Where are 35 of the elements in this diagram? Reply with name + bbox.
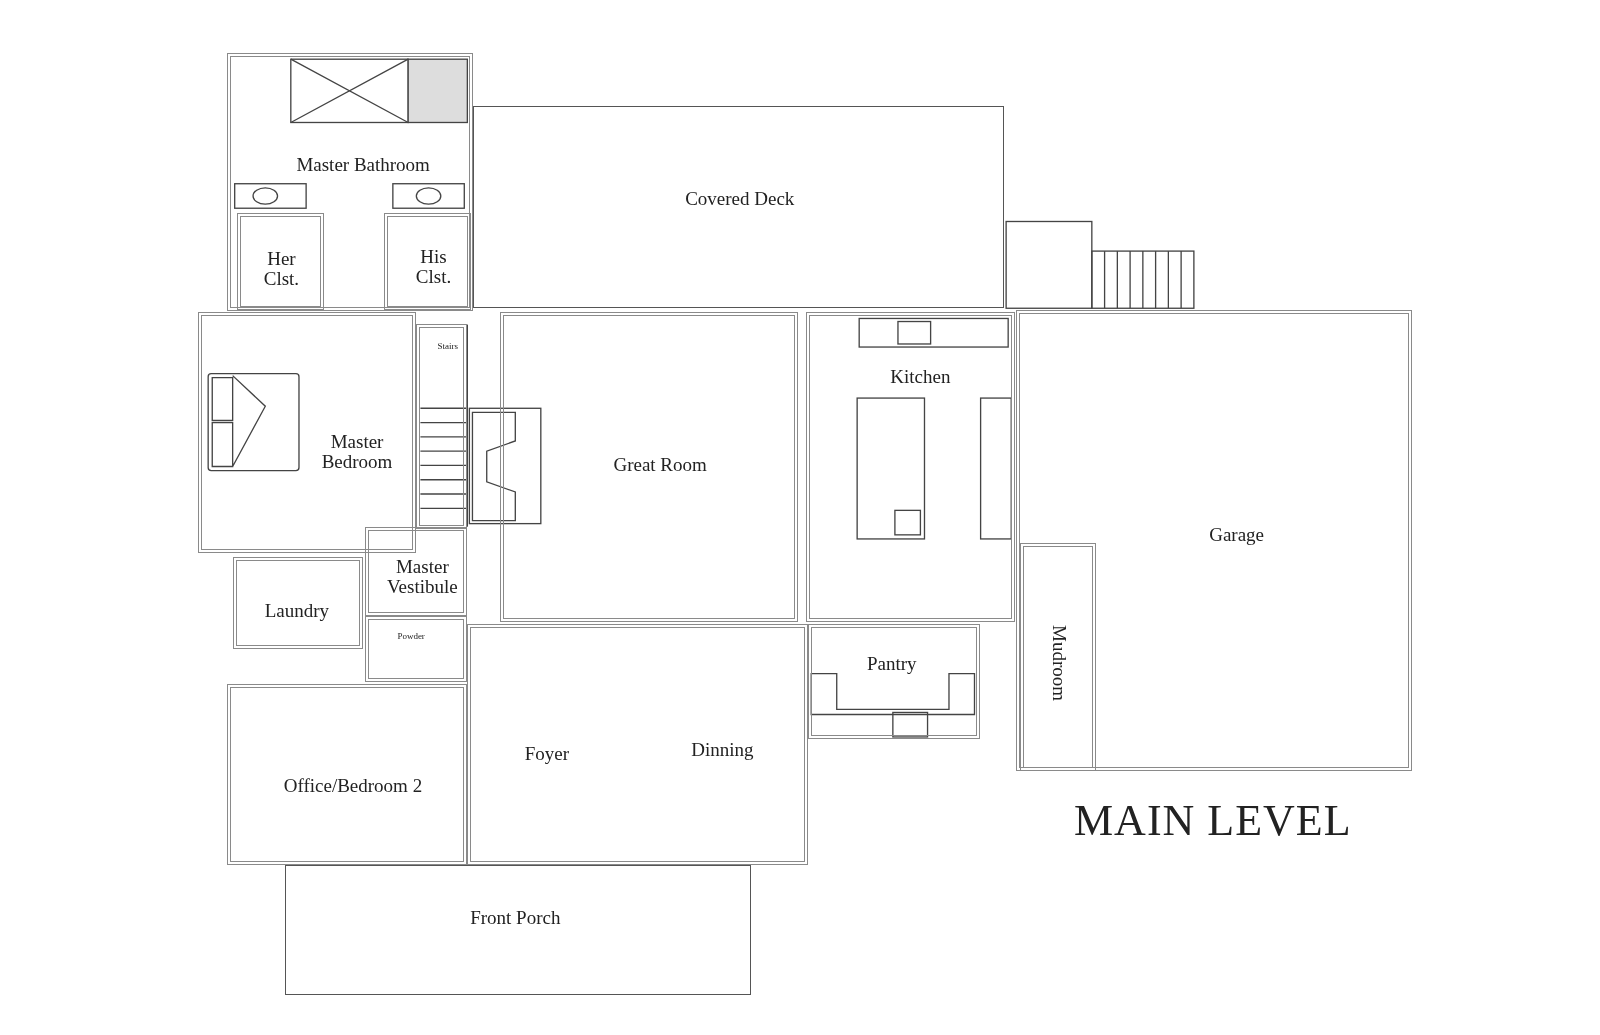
room-label: Pantry (866, 654, 917, 675)
room-outline (808, 624, 980, 739)
room-label: Foyer (524, 744, 569, 764)
room-outline (236, 213, 325, 311)
room-label: Kitchen (890, 367, 951, 388)
outdoor-area (284, 865, 751, 995)
room-label: His Clst. (414, 247, 453, 288)
room-label: Laundry (264, 601, 330, 622)
room-label: Powder (397, 631, 425, 642)
plan-title: MAIN LEVEL (1074, 795, 1352, 846)
room-outline (1016, 310, 1413, 772)
room-outline (232, 557, 364, 649)
room-label: Garage (1209, 524, 1265, 545)
room-label: Her Clst. (262, 249, 301, 290)
room-label: Dinning (691, 739, 754, 760)
room-outline (383, 213, 472, 311)
room-outline (806, 312, 1016, 623)
room-outline (226, 53, 474, 312)
room-outline (1020, 542, 1096, 772)
outdoor-area (473, 106, 1005, 309)
room-label: Front Porch (470, 908, 561, 929)
room-outline (365, 616, 468, 682)
room-label: Master Vestibule (386, 557, 459, 598)
room-label: Master Bathroom (295, 155, 431, 176)
room-label: Stairs (437, 342, 459, 352)
room-outline (197, 312, 417, 554)
room-label: Master Bedroom (320, 432, 394, 472)
room-label: Mudroom (1049, 625, 1069, 702)
room-label: Great Room (613, 455, 707, 476)
room-label: Office/Bedroom 2 (282, 775, 424, 796)
room-outline (467, 624, 809, 866)
room-outline (226, 683, 468, 866)
room-label: Covered Deck (685, 188, 795, 209)
room-outline (365, 526, 468, 617)
room-outline (500, 312, 798, 623)
